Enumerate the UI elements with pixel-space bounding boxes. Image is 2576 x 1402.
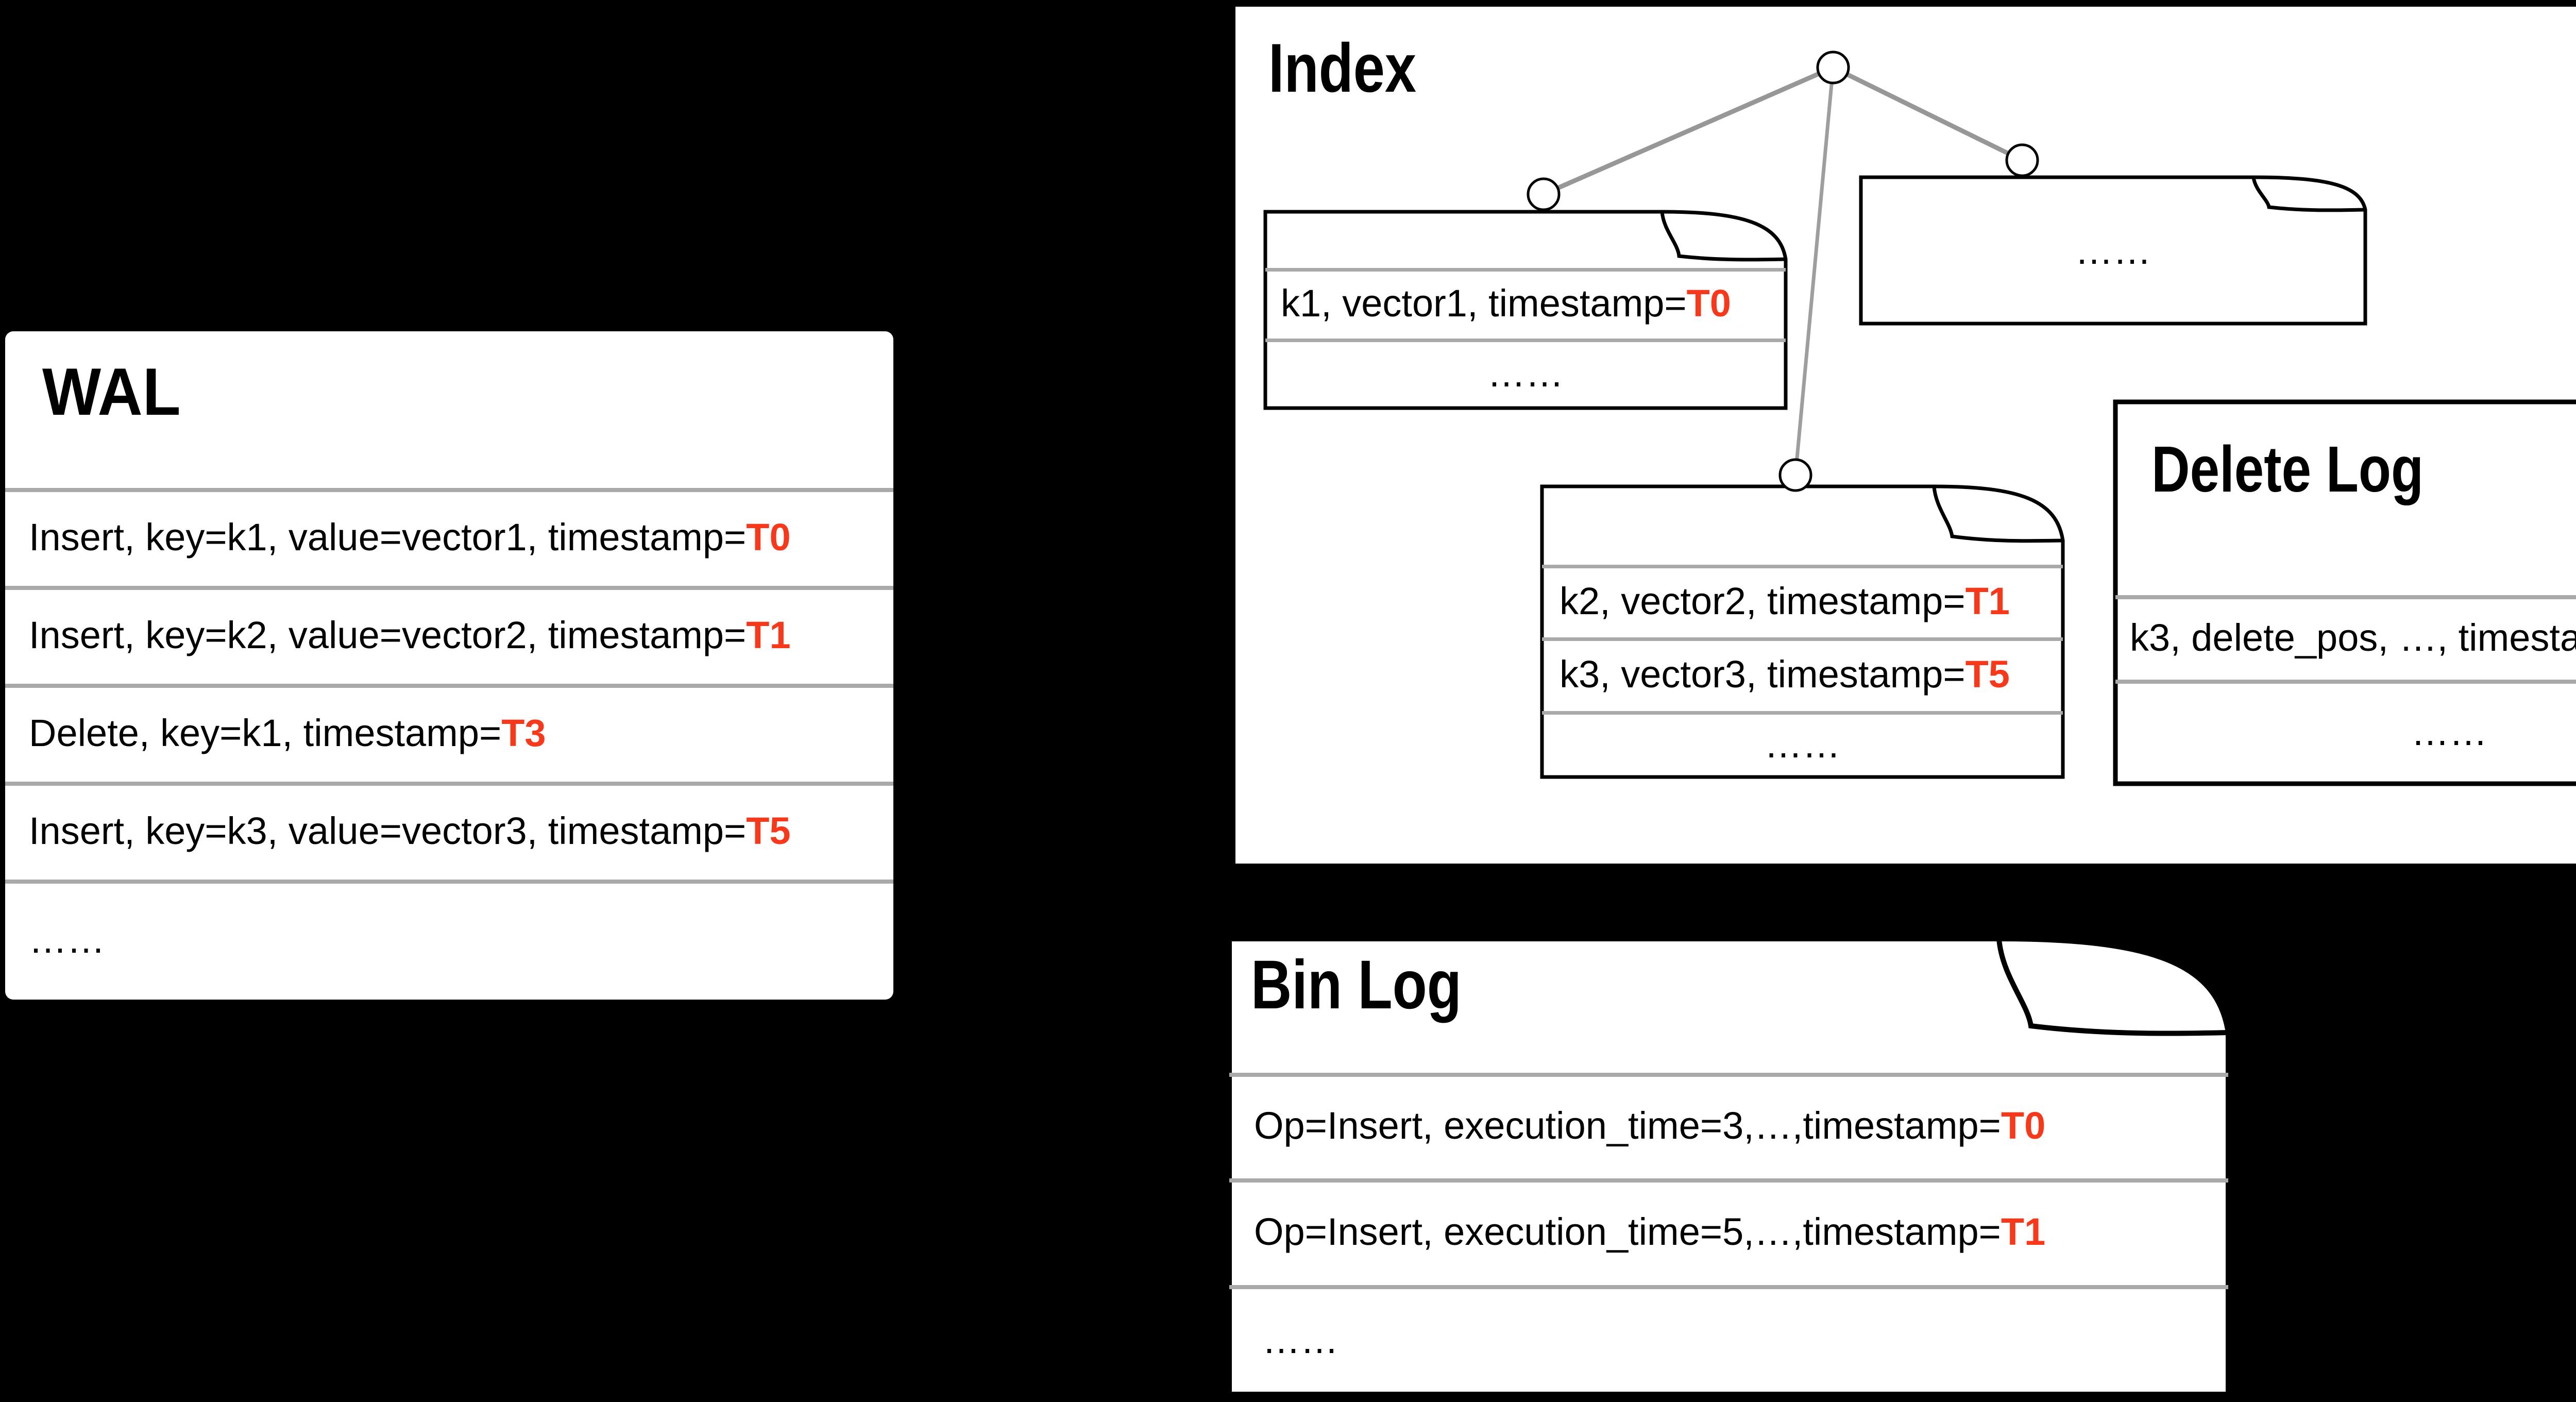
row-divider bbox=[5, 782, 893, 786]
doc-row: k1, vector1, timestamp=T0 bbox=[1265, 268, 1786, 339]
wal-row-text: Delete, key=k1, timestamp= bbox=[29, 711, 502, 754]
bin-log-row-timestamp: T0 bbox=[2001, 1104, 2046, 1147]
doc-row: k3, delete_pos, …, timestamp=T3 bbox=[2115, 595, 2576, 680]
row-divider bbox=[5, 684, 893, 688]
row-divider bbox=[2115, 680, 2576, 684]
doc-row-timestamp: T1 bbox=[1965, 580, 2010, 622]
document-outline bbox=[2113, 399, 2576, 786]
wal-row: Delete, key=k1, timestamp=T3 bbox=[5, 684, 893, 782]
wal-row: Insert, key=k1, value=vector1, timestamp… bbox=[5, 488, 893, 586]
index-title: Index bbox=[1268, 30, 1416, 107]
delete-log-title: Delete Log bbox=[2151, 433, 2424, 505]
wal-row-timestamp: T0 bbox=[746, 515, 791, 559]
tree-edge-right bbox=[1832, 65, 2023, 163]
doc-row-timestamp: T0 bbox=[1686, 282, 1731, 325]
bin-log-row-text: Op=Insert, execution_time=5,…,timestamp= bbox=[1254, 1210, 2001, 1253]
wal-row-timestamp: T5 bbox=[746, 809, 791, 852]
row-divider bbox=[1229, 1178, 2228, 1183]
wal-row-timestamp: T1 bbox=[746, 613, 791, 656]
bin-log-row-timestamp: T1 bbox=[2001, 1210, 2046, 1253]
wal-row-text: Insert, key=k1, value=vector1, timestamp… bbox=[29, 515, 747, 559]
doc-row-text: …… bbox=[1764, 722, 1841, 766]
row-divider bbox=[2115, 595, 2576, 599]
bin-log-row-text: Op=Insert, execution_time=3,…,timestamp= bbox=[1254, 1104, 2001, 1147]
wal-row-timestamp: T3 bbox=[501, 711, 546, 754]
folded-corner-line bbox=[1932, 486, 2063, 543]
tree-node-right bbox=[2005, 143, 2039, 177]
bin-log-row: Op=Insert, execution_time=5,…,timestamp=… bbox=[1229, 1178, 2228, 1285]
row-divider bbox=[1229, 1285, 2228, 1289]
wal-row-text: Insert, key=k2, value=vector2, timestamp… bbox=[29, 613, 747, 656]
bin-log-ellipsis-row: …… bbox=[1229, 1285, 2228, 1394]
doc-ellipsis-row: …… bbox=[1861, 177, 2365, 324]
row-divider bbox=[1265, 268, 1786, 272]
doc-row: k2, vector2, timestamp=T1 bbox=[1542, 565, 2063, 637]
doc-ellipsis-row: …… bbox=[2115, 680, 2576, 784]
wal-title: WAL bbox=[42, 354, 181, 429]
index-leaf-k2k3-document: k2, vector2, timestamp=T1 k3, vector3, t… bbox=[1540, 484, 2065, 779]
index-leaf-more-document: …… bbox=[1859, 175, 2367, 326]
doc-row-text: …… bbox=[2075, 229, 2151, 272]
row-divider bbox=[5, 488, 893, 492]
row-divider bbox=[1542, 565, 2063, 568]
wal-row-text: Insert, key=k3, value=vector3, timestamp… bbox=[29, 809, 747, 852]
tree-edge-left bbox=[1543, 65, 1834, 197]
row-divider bbox=[1265, 339, 1786, 342]
doc-row-text: k3, vector3, timestamp= bbox=[1560, 653, 1965, 696]
bin-log-row: Op=Insert, execution_time=3,…,timestamp=… bbox=[1229, 1073, 2228, 1178]
doc-row-text: k2, vector2, timestamp= bbox=[1560, 580, 1965, 622]
tree-edge-middle bbox=[1793, 67, 1835, 476]
row-divider bbox=[1542, 711, 2063, 715]
document-outline bbox=[1859, 175, 2367, 326]
wal-row-ellipsis: …… bbox=[5, 880, 893, 1000]
doc-ellipsis-row: …… bbox=[1265, 339, 1786, 408]
doc-row-text: …… bbox=[1487, 352, 1564, 395]
bin-log-title: Bin Log bbox=[1251, 947, 1462, 1023]
doc-row-timestamp: T5 bbox=[1965, 653, 2010, 696]
delete-log-card: Delete Log k3, delete_pos, …, timestamp=… bbox=[2113, 399, 2576, 786]
doc-ellipsis-row: …… bbox=[1542, 711, 2063, 777]
wal-row-text: …… bbox=[29, 918, 105, 961]
tree-root-node bbox=[1816, 50, 1850, 85]
folded-corner-line bbox=[2251, 177, 2366, 212]
row-divider bbox=[5, 586, 893, 590]
tree-node-left bbox=[1527, 177, 1561, 211]
wal-row: Insert, key=k3, value=vector3, timestamp… bbox=[5, 782, 893, 880]
row-divider bbox=[1542, 637, 2063, 641]
doc-row: k3, vector3, timestamp=T5 bbox=[1542, 637, 2063, 711]
index-panel: k1, vector1, timestamp=T0 …… …… bbox=[1235, 7, 2576, 864]
row-divider bbox=[5, 880, 893, 884]
wal-card: WAL Insert, key=k1, value=vector1, times… bbox=[5, 331, 893, 1000]
folded-corner-line bbox=[1660, 211, 1786, 262]
bin-log-row-text: …… bbox=[1262, 1318, 1338, 1361]
folded-corner-line bbox=[1996, 938, 2229, 1036]
doc-row-text: k3, delete_pos, …, timestamp= bbox=[2130, 616, 2576, 659]
wal-row: Insert, key=k2, value=vector2, timestamp… bbox=[5, 586, 893, 684]
doc-row-text: …… bbox=[2411, 710, 2487, 753]
bin-log-card: Bin Log Op=Insert, execution_time=3,…,ti… bbox=[1227, 936, 2231, 1397]
row-divider bbox=[1229, 1073, 2228, 1077]
doc-row-text: k1, vector1, timestamp= bbox=[1281, 282, 1687, 325]
index-leaf-k1-document: k1, vector1, timestamp=T0 …… bbox=[1263, 210, 1788, 410]
